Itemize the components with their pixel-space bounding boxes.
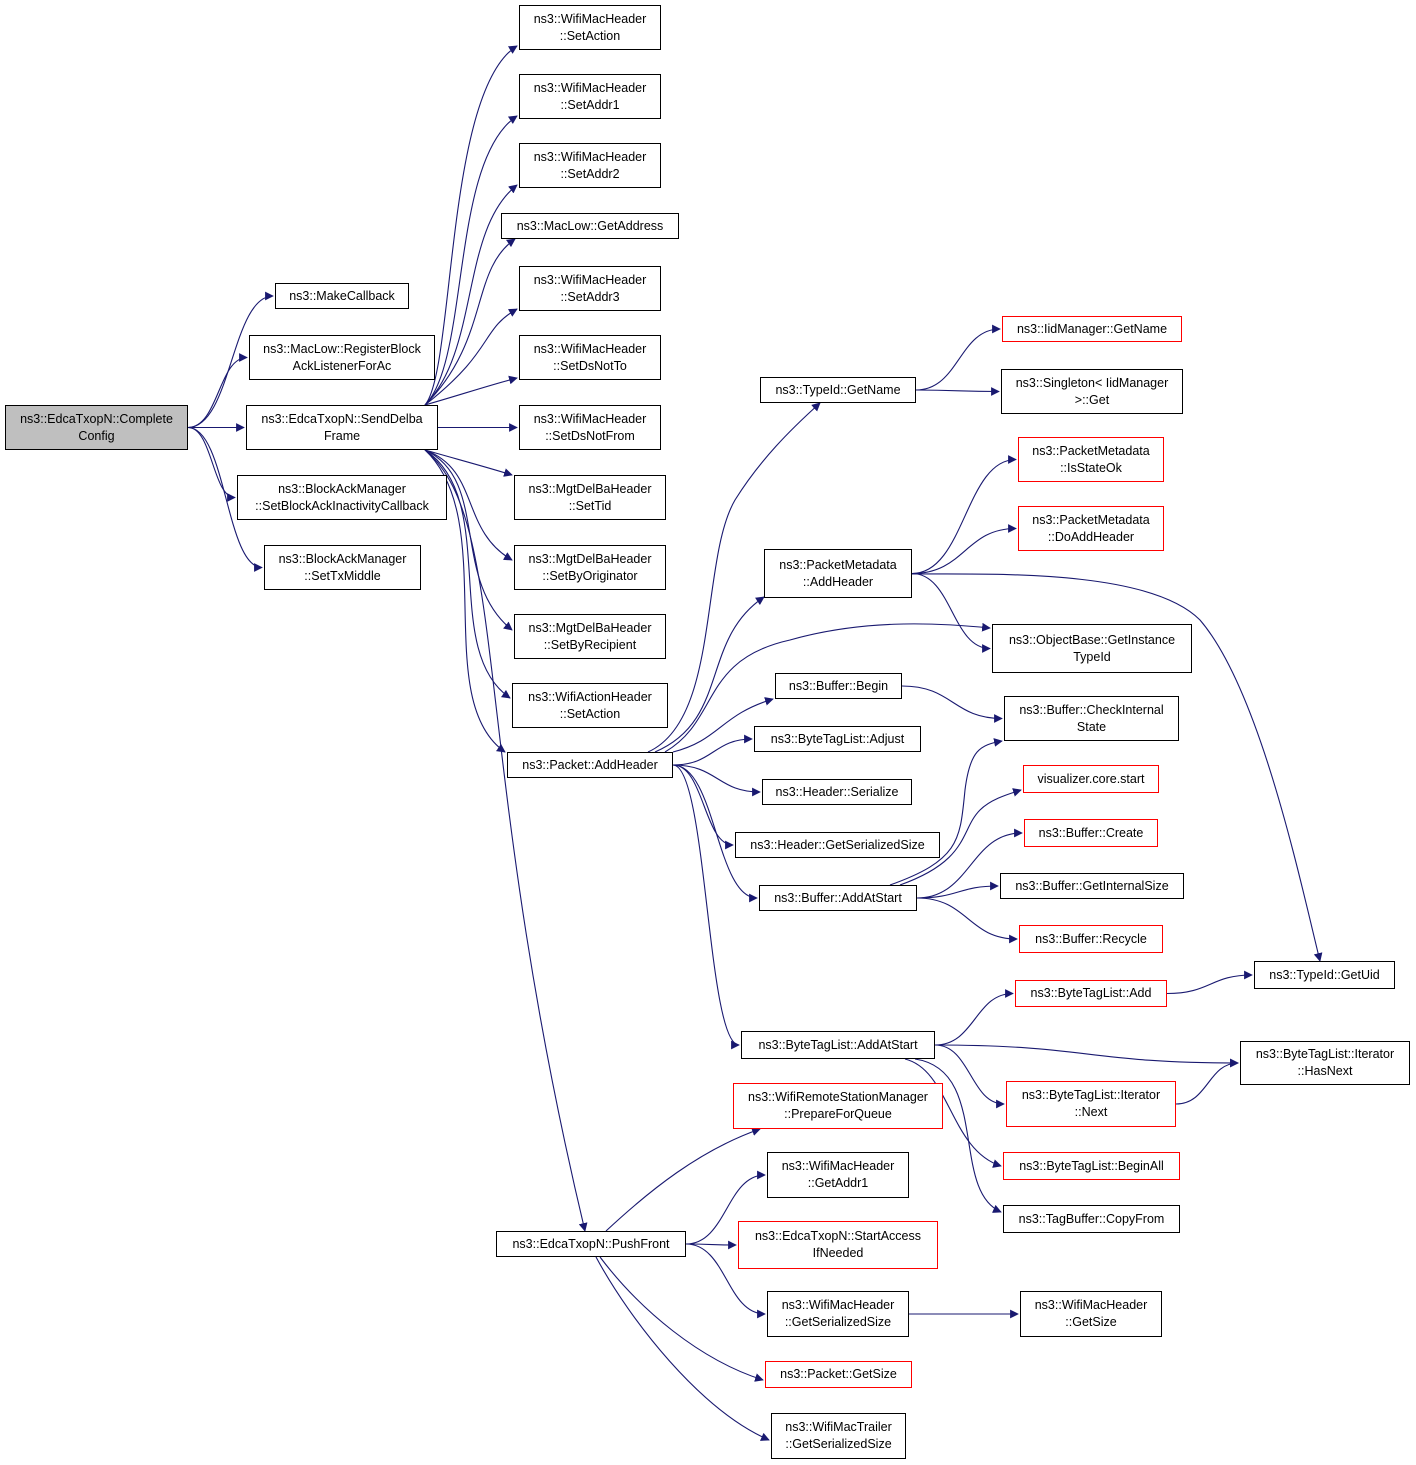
edge-pmaddheader-to-pmisstateok [911, 455, 1017, 575]
edge-btladdatstart-to-btlnext [934, 1044, 1005, 1109]
node-vizstart[interactable]: visualizer.core.start [1023, 765, 1159, 793]
edge-senddelba-to-setaddr3 [424, 308, 518, 406]
node-typeidgetuid[interactable]: ns3::TypeId::GetUid [1254, 961, 1395, 989]
edge-senddelba-to-setaddr2 [424, 184, 518, 406]
node-pmaddheader[interactable]: ns3::PacketMetadata ::AddHeader [764, 549, 912, 598]
edge-bufaddatstart-to-bufgetinternal [916, 881, 999, 899]
edge-senddelba-to-setaction [424, 45, 518, 406]
edge-typeidgetname-to-singletonget [915, 387, 1000, 396]
node-setaddr1[interactable]: ns3::WifiMacHeader ::SetAddr1 [519, 74, 661, 119]
edge-bufaddatstart-to-bufcreate [916, 828, 1023, 899]
node-setbyrecip[interactable]: ns3::MgtDelBaHeader ::SetByRecipient [514, 614, 666, 659]
node-setbyorig[interactable]: ns3::MgtDelBaHeader ::SetByOriginator [514, 545, 666, 590]
edge-pktaddheader-to-bufbegin [672, 697, 774, 753]
node-wahsetaction[interactable]: ns3::WifiActionHeader ::SetAction [512, 683, 668, 728]
edge-btladdatstart-to-tagcopy [914, 1058, 1002, 1213]
edge-root-to-regblock [187, 353, 248, 429]
node-setdsnotfrom[interactable]: ns3::WifiMacHeader ::SetDsNotFrom [519, 405, 661, 450]
node-setdsnotto[interactable]: ns3::WifiMacHeader ::SetDsNotTo [519, 335, 661, 380]
edge-senddelba-to-pktaddheader [424, 449, 506, 753]
node-btlnext[interactable]: ns3::ByteTagList::Iterator ::Next [1006, 1081, 1176, 1127]
edge-btlnext-to-btlhasnext [1175, 1058, 1239, 1105]
node-getaddr1[interactable]: ns3::WifiMacHeader ::GetAddr1 [767, 1152, 909, 1198]
node-wrsmprep[interactable]: ns3::WifiRemoteStationManager ::PrepareF… [733, 1083, 943, 1129]
edge-pktaddheader-to-btladdatstart [672, 764, 740, 1050]
node-btladd[interactable]: ns3::ByteTagList::Add [1015, 980, 1167, 1007]
node-makecb[interactable]: ns3::MakeCallback [275, 283, 409, 309]
edge-senddelba-to-settid [424, 449, 513, 477]
node-btlbeginall[interactable]: ns3::ByteTagList::BeginAll [1003, 1152, 1180, 1180]
node-tagcopy[interactable]: ns3::TagBuffer::CopyFrom [1003, 1205, 1180, 1233]
node-trailersize[interactable]: ns3::WifiMacTrailer ::GetSerializedSize [771, 1413, 906, 1459]
edge-pktaddheader-to-pmaddheader [654, 596, 765, 753]
edge-pktaddheader-to-bufaddatstart [672, 764, 758, 903]
node-settid[interactable]: ns3::MgtDelBaHeader ::SetTid [514, 475, 666, 520]
edge-pktaddheader-to-hdrgetsize [672, 764, 734, 850]
node-bufcheck[interactable]: ns3::Buffer::CheckInternal State [1004, 696, 1179, 741]
edge-root-to-settxmid [187, 426, 263, 572]
node-pktgetsize[interactable]: ns3::Packet::GetSize [765, 1361, 912, 1388]
edge-bufaddatstart-to-bufcheck [889, 738, 1003, 886]
edge-pushfront-to-wmhgetsersize [685, 1243, 766, 1319]
node-setaction[interactable]: ns3::WifiMacHeader ::SetAction [519, 5, 661, 50]
edge-btladdatstart-to-btlhasnext [934, 1044, 1239, 1068]
node-bufaddatstart[interactable]: ns3::Buffer::AddAtStart [759, 885, 917, 911]
edge-typeidgetname-to-iidgetname [915, 324, 1001, 391]
edge-root-to-setinact [187, 426, 236, 502]
node-bufrecycle[interactable]: ns3::Buffer::Recycle [1019, 925, 1163, 953]
node-senddelba[interactable]: ns3::EdcaTxopN::SendDelba Frame [246, 405, 438, 450]
edge-btladdatstart-to-btladd [934, 989, 1014, 1046]
edge-pmaddheader-to-typeidgetuid [911, 573, 1323, 962]
edge-senddelba-to-pushfront [424, 449, 588, 1232]
node-settxmid[interactable]: ns3::BlockAckManager ::SetTxMiddle [264, 545, 421, 590]
edge-pktaddheader-to-typeidgetname [647, 402, 821, 753]
edge-senddelba-to-setbyorig [424, 449, 513, 561]
node-regblock[interactable]: ns3::MacLow::RegisterBlock AckListenerFo… [249, 335, 435, 380]
edge-pktaddheader-to-hdrserialize [672, 764, 761, 797]
edge-senddelba-to-getaddress [424, 238, 516, 406]
edge-bufbegin-to-bufcheck [901, 685, 1003, 723]
edge-pktaddheader-to-btladjust [672, 734, 753, 766]
node-pushfront[interactable]: ns3::EdcaTxopN::PushFront [496, 1231, 686, 1257]
edge-pushfront-to-trailersize [595, 1256, 770, 1441]
node-hdrgetsize[interactable]: ns3::Header::GetSerializedSize [735, 832, 940, 858]
edge-pushfront-to-wrsmprep [605, 1127, 761, 1232]
edge-senddelba-to-setdsnotto [424, 375, 518, 406]
node-bufcreate[interactable]: ns3::Buffer::Create [1024, 819, 1158, 847]
node-setaddr2[interactable]: ns3::WifiMacHeader ::SetAddr2 [519, 143, 661, 188]
edge-bufaddatstart-to-vizstart [899, 788, 1022, 886]
edge-pushfront-to-pktgetsize [599, 1256, 764, 1382]
node-setaddr3[interactable]: ns3::WifiMacHeader ::SetAddr3 [519, 266, 661, 311]
node-bufgetinternal[interactable]: ns3::Buffer::GetInternalSize [1000, 873, 1184, 899]
edge-pmaddheader-to-objbase [911, 572, 991, 653]
node-typeidgetname[interactable]: ns3::TypeId::GetName [760, 377, 916, 403]
node-iidgetname[interactable]: ns3::IidManager::GetName [1002, 316, 1182, 342]
edge-btladdatstart-to-btlbeginall [904, 1058, 1002, 1168]
node-btladdatstart[interactable]: ns3::ByteTagList::AddAtStart [741, 1031, 935, 1059]
node-hdrserialize[interactable]: ns3::Header::Serialize [762, 779, 912, 805]
node-startaccess[interactable]: ns3::EdcaTxopN::StartAccess IfNeeded [738, 1221, 938, 1269]
node-pktaddheader[interactable]: ns3::Packet::AddHeader [507, 752, 673, 778]
node-getaddress[interactable]: ns3::MacLow::GetAddress [501, 213, 679, 239]
node-wmhgetsize[interactable]: ns3::WifiMacHeader ::GetSize [1020, 1291, 1162, 1337]
edge-pktaddheader-to-objbase [664, 622, 991, 753]
node-objbase[interactable]: ns3::ObjectBase::GetInstance TypeId [992, 624, 1192, 673]
node-bufbegin[interactable]: ns3::Buffer::Begin [775, 673, 902, 699]
edge-senddelba-to-wahsetaction [424, 449, 511, 699]
edge-pmaddheader-to-pmdoadd [911, 524, 1017, 575]
edge-btladd-to-typeidgetuid [1166, 970, 1253, 995]
node-setinact[interactable]: ns3::BlockAckManager ::SetBlockAckInacti… [237, 475, 447, 520]
node-btladjust[interactable]: ns3::ByteTagList::Adjust [754, 726, 921, 752]
node-root: ns3::EdcaTxopN::Complete Config [5, 405, 188, 450]
node-pmdoadd[interactable]: ns3::PacketMetadata ::DoAddHeader [1018, 506, 1164, 551]
node-pmisstateok[interactable]: ns3::PacketMetadata ::IsStateOk [1018, 437, 1164, 482]
node-singletonget[interactable]: ns3::Singleton< IidManager >::Get [1001, 369, 1183, 414]
node-btlhasnext[interactable]: ns3::ByteTagList::Iterator ::HasNext [1240, 1041, 1410, 1085]
node-wmhgetsersize[interactable]: ns3::WifiMacHeader ::GetSerializedSize [767, 1291, 909, 1337]
edge-bufaddatstart-to-bufrecycle [916, 897, 1018, 944]
edge-senddelba-to-setaddr1 [424, 115, 518, 406]
edge-pushfront-to-getaddr1 [685, 1170, 766, 1245]
